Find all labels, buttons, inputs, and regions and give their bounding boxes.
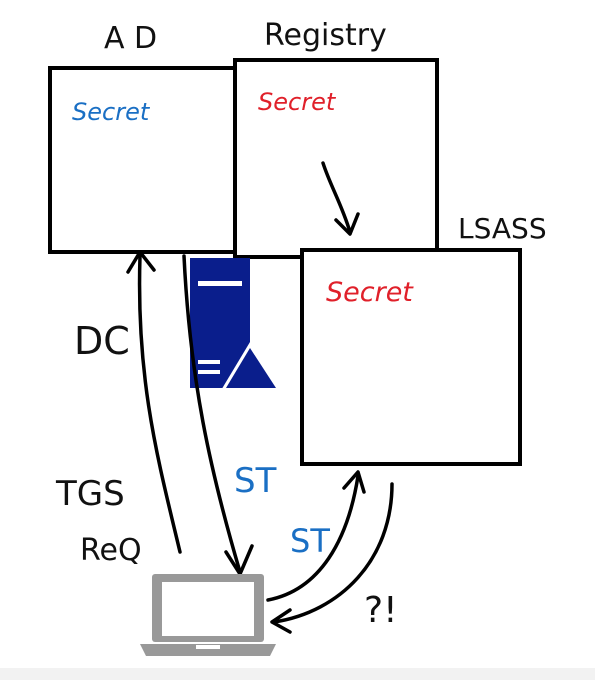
server-icon [190,258,282,392]
st-to-lsass-arrow [266,470,366,602]
ad-title: A D [104,21,157,56]
laptop-icon [140,574,276,656]
tgs-label-line2: ReQ [80,533,142,568]
lsass-to-laptop-arrow [270,482,394,634]
lsass-secret-label: Secret [326,277,414,308]
lsass-box: LSASS Secret [300,212,547,466]
registry-title: Registry [264,18,387,53]
tgs-req-arrow [126,250,182,554]
lsass-title: LSASS [458,212,547,245]
ad-secret-label: Secret [72,98,151,126]
ad-box: A D Secret [48,21,239,254]
st-lower-label: ST [290,522,330,560]
st-upper-label: ST [234,461,277,501]
registry-secret-label: Secret [258,88,337,116]
dc-label: DC [74,319,130,363]
registry-box: Registry Secret [233,18,439,259]
registry-to-lsass-arrow [321,161,360,236]
exclaim-label: ?! [364,590,398,631]
bottom-border [0,668,595,680]
tgs-label-line1: TGS [55,474,125,514]
